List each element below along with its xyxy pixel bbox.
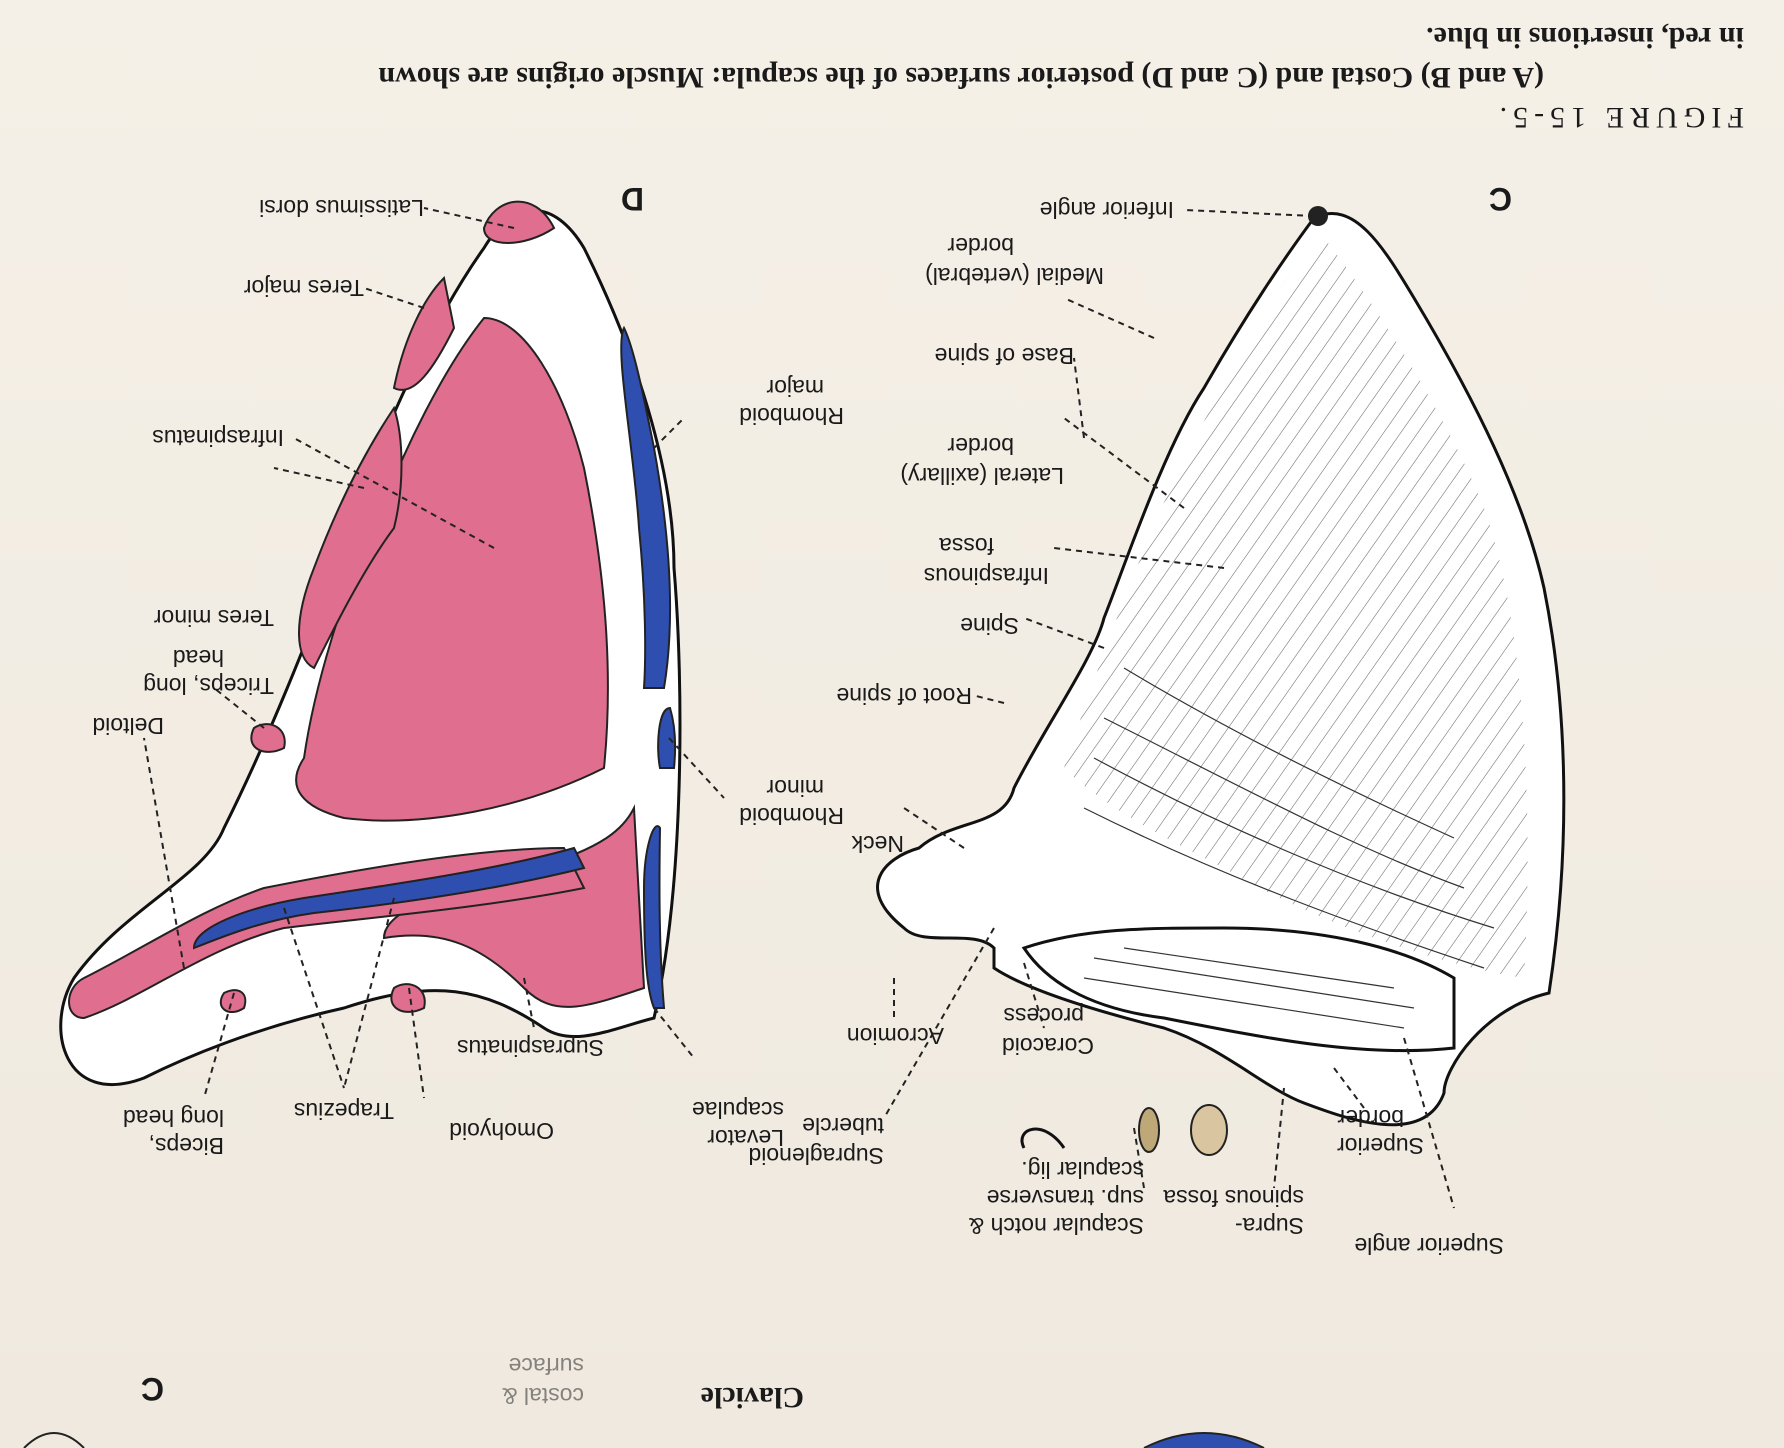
- label-rhomboid-major-1: Rhomboid: [739, 403, 844, 429]
- label-medial-border-2: border: [947, 233, 1014, 259]
- panel-c-labels: C Inferior angle Medial (vertebral) bord…: [748, 181, 1512, 1259]
- label-omohyoid: Omohyoid: [449, 1118, 554, 1144]
- fragment-letter-c: C: [141, 1371, 164, 1407]
- label-lateral-border-2: border: [947, 433, 1014, 459]
- label-scapular-notch-1: Scapular notch &: [969, 1213, 1144, 1239]
- label-supraspinatus: Supraspinatus: [457, 1035, 604, 1061]
- label-supraspinous-fossa-2: spinous fossa: [1163, 1185, 1304, 1211]
- label-levator-1: Levator: [707, 1125, 784, 1151]
- label-latissimus: Latissimus dorsi: [259, 195, 424, 221]
- label-superior-border-2: border: [1337, 1105, 1404, 1131]
- label-triceps-2: head: [173, 645, 224, 671]
- label-biceps-1: Biceps,: [149, 1133, 224, 1159]
- fragment-clavicle: Clavicle: [701, 1381, 804, 1414]
- label-coracoid-1: Coracoid: [1002, 1033, 1094, 1059]
- panel-d-letter: D: [621, 181, 644, 217]
- label-rhomboid-major-2: major: [766, 375, 824, 401]
- trapezius-insertion: [192, 846, 586, 950]
- label-teres-major: Teres major: [244, 275, 364, 301]
- fragment-costal: costal &: [502, 1383, 584, 1409]
- label-supraspinous-fossa-1: Supra-: [1235, 1213, 1304, 1239]
- teres-major-origin: [392, 275, 456, 391]
- label-infraspinous-2: fossa: [939, 533, 994, 559]
- label-scapular-notch-2: sup. transverse: [987, 1185, 1144, 1211]
- label-spine: Spine: [960, 613, 1019, 639]
- label-deltoid: Deltoid: [92, 713, 164, 739]
- panel-c-letter: C: [1489, 181, 1512, 217]
- label-rhomboid-minor-1: Rhomboid: [739, 803, 844, 829]
- teres-minor-origin: [298, 405, 403, 670]
- label-biceps-2: long head: [123, 1105, 224, 1131]
- fragment-surface: surface: [509, 1353, 584, 1379]
- label-levator-2: scapulae: [692, 1097, 784, 1123]
- label-coracoid-2: process: [1003, 1003, 1084, 1029]
- label-scapular-notch-3: scapular lig.: [1021, 1157, 1144, 1183]
- panel-c-scapula-drawing: [876, 206, 1566, 1156]
- label-inferior-angle: Inferior angle: [1040, 197, 1174, 223]
- panel-d-labels: D Latissimus dorsi Teres major Rhomboid …: [92, 181, 844, 1159]
- label-superior-border-1: Superior: [1337, 1133, 1424, 1159]
- panel-d-scapula-drawing: [59, 200, 682, 1086]
- label-lateral-border-1: Lateral (axillary): [900, 463, 1064, 489]
- caption-line-1: (A and B) Costal and (C and D) posterior…: [378, 61, 1544, 94]
- label-rhomboid-minor-2: minor: [766, 775, 824, 801]
- rhomboid-minor-insertion: [657, 706, 677, 769]
- label-root-of-spine: Root of spine: [836, 683, 972, 709]
- label-infraspinous-1: Infraspinous: [924, 563, 1049, 589]
- label-supraglenoid-1: Supraglenoid: [748, 1143, 884, 1169]
- label-base-of-spine: Base of spine: [935, 343, 1074, 369]
- figure-caption: FIGURE 15-5. (A and B) Costal and (C and…: [378, 21, 1744, 134]
- next-figure-fragment: Clavicle costal & surface C: [23, 1353, 1265, 1448]
- label-neck: Neck: [851, 831, 904, 857]
- label-triceps-1: Triceps, long: [143, 673, 274, 699]
- label-medial-border-1: Medial (vertebral): [925, 263, 1104, 289]
- levator-insertion: [642, 825, 666, 1009]
- label-infraspinatus: Infraspinatus: [152, 425, 284, 451]
- label-trapezius: Trapezius: [294, 1098, 394, 1124]
- label-teres-minor: Teres minor: [154, 605, 274, 631]
- figure-number: FIGURE 15-5.: [1494, 101, 1744, 134]
- omohyoid-origin: [390, 983, 426, 1013]
- triceps-origin: [250, 723, 286, 753]
- label-acromion: Acromion: [847, 1023, 944, 1049]
- biceps-origin: [219, 989, 247, 1013]
- rhomboid-major-insertion: [620, 325, 671, 689]
- label-superior-angle: Superior angle: [1354, 1233, 1504, 1259]
- caption-line-2: in red, insertions in blue.: [1426, 21, 1744, 54]
- latissimus-origin: [482, 200, 556, 244]
- label-supraglenoid-2: tubercle: [802, 1113, 884, 1139]
